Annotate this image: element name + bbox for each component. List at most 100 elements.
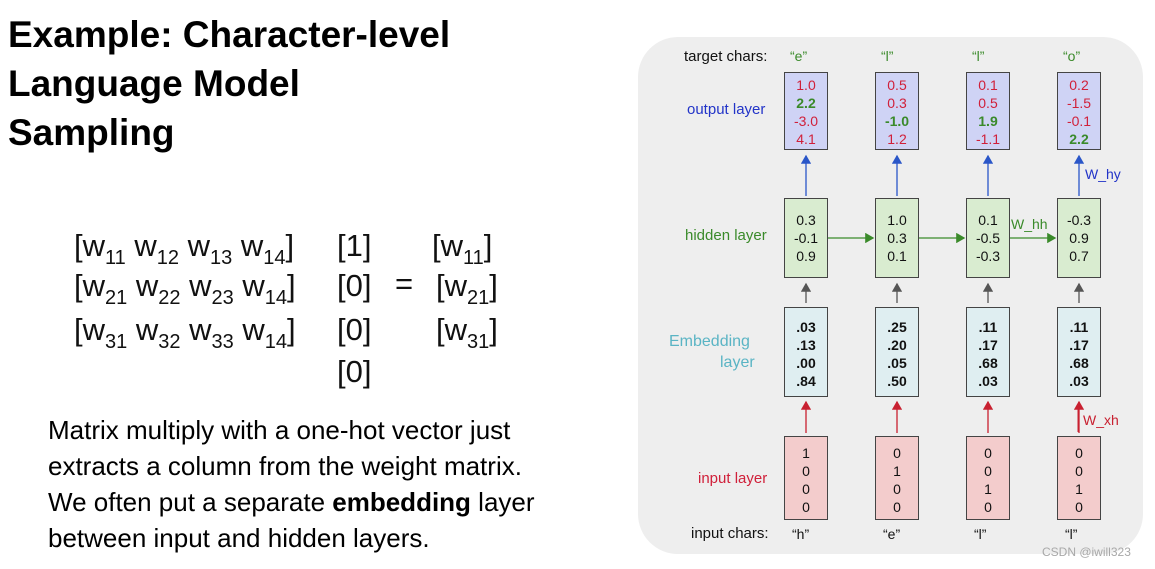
embedding-vector: .03 .13 .00 .84	[784, 307, 828, 397]
input-value: 0	[893, 445, 901, 461]
onehot-entry: [0]	[337, 354, 372, 389]
embedding-value: .20	[887, 337, 907, 353]
hidden-value: -0.3	[1066, 212, 1092, 228]
embedding-value: .50	[887, 373, 907, 389]
hidden-value: 0.3	[887, 230, 907, 246]
output-value: 2.2	[1069, 131, 1089, 147]
embedding-value: .84	[796, 373, 816, 389]
output-value: 1.0	[796, 77, 816, 93]
output-value: -0.1	[1066, 113, 1092, 129]
output-value: 0.5	[887, 77, 907, 93]
embedding-value: .11	[978, 319, 998, 335]
para-line: Matrix multiply with a one-hot vector ju…	[48, 415, 511, 445]
target-char: “o”	[1063, 48, 1081, 64]
hidden-value: 0.1	[887, 248, 907, 264]
target-chars-label: target chars:	[684, 48, 768, 65]
embedding-value: .68	[1069, 355, 1089, 371]
para-line: We often put a separate embedding layer	[48, 484, 535, 520]
embedding-vector: .11 .17 .68 .03	[1057, 307, 1101, 397]
embedding-value: .03	[796, 319, 816, 335]
input-vector: 0 0 1 0	[966, 436, 1010, 520]
onehot-entry: [1]	[337, 228, 372, 263]
hidden-value: 0.3	[796, 212, 816, 228]
para-line: extracts a column from the weight matrix…	[48, 451, 522, 481]
title-line: Language Model	[8, 63, 300, 104]
hidden-layer-label: hidden layer	[685, 227, 767, 244]
para-text: We often put a separate	[48, 487, 333, 517]
hidden-value: 1.0	[887, 212, 907, 228]
input-char: “l”	[974, 526, 987, 542]
w-hh-label: W_hh	[1011, 216, 1048, 232]
output-value: -1.0	[884, 113, 910, 129]
output-value: 2.2	[796, 95, 816, 111]
watermark: CSDN @iwill323	[1042, 545, 1131, 559]
hidden-value: -0.1	[793, 230, 819, 246]
input-value: 0	[984, 463, 992, 479]
explanation-paragraph: Matrix multiply with a one-hot vector ju…	[48, 412, 535, 556]
para-text: layer	[470, 487, 535, 517]
hidden-vector: 1.0 0.3 0.1	[875, 198, 919, 278]
embedding-vector: .25.20.05.50	[875, 307, 919, 397]
hidden-value: 0.1	[978, 212, 998, 228]
matrix-row: [w21 w22 w23 w14]	[74, 268, 296, 309]
input-value: 0	[984, 445, 992, 461]
input-char: “h”	[792, 526, 810, 542]
output-value: 1.2	[887, 131, 907, 147]
input-value: 0	[802, 463, 810, 479]
input-value: 0	[1075, 499, 1083, 515]
input-value: 1	[984, 481, 992, 497]
w-xh-label: W_xh	[1083, 412, 1119, 428]
slide-title: Example: Character-level Language Model …	[8, 10, 450, 157]
hidden-value: 0.7	[1069, 248, 1089, 264]
hidden-value: 0.9	[1069, 230, 1089, 246]
target-char: “l”	[881, 48, 894, 64]
input-char: “e”	[883, 526, 901, 542]
title-line: Sampling	[8, 112, 175, 153]
onehot-entry: [0]	[337, 312, 372, 347]
output-value: 0.1	[978, 77, 998, 93]
result-entry: [w11]	[432, 228, 493, 269]
input-value: 0	[1075, 445, 1083, 461]
embedding-value: .00	[796, 355, 816, 371]
embedding-value: .68	[978, 355, 998, 371]
embedding-value: .17	[1069, 337, 1089, 353]
embedding-value: .13	[796, 337, 816, 353]
embedding-value: .25	[887, 319, 907, 335]
para-bold-text: embedding	[332, 487, 471, 517]
input-value: 1	[893, 463, 901, 479]
input-value: 0	[1075, 463, 1083, 479]
input-chars-label: input chars:	[691, 525, 769, 542]
hidden-vector: 0.1 -0.5 -0.3	[966, 198, 1010, 278]
hidden-vector: -0.3 0.9 0.7	[1057, 198, 1101, 278]
input-value: 0	[893, 481, 901, 497]
target-char: “l”	[972, 48, 985, 64]
embedding-value: .03	[1069, 373, 1089, 389]
equals-sign: =	[395, 266, 414, 301]
embedding-value: .03	[978, 373, 998, 389]
input-value: 0	[802, 499, 810, 515]
hidden-value: -0.3	[975, 248, 1001, 264]
output-value: 0.3	[887, 95, 907, 111]
embedding-layer-label: layer	[720, 354, 755, 371]
embedding-vector: .11 .17 .68 .03	[966, 307, 1010, 397]
result-entry: [w31]	[436, 312, 498, 353]
output-value: -1.1	[975, 131, 1001, 147]
embedding-value: .11	[1069, 319, 1089, 335]
result-entry: [w21]	[436, 268, 498, 309]
embedding-layer-label: Embedding	[669, 333, 750, 350]
output-layer-label: output layer	[687, 101, 766, 118]
input-value: 0	[984, 499, 992, 515]
output-value: -3.0	[793, 113, 819, 129]
output-value: 1.9	[978, 113, 998, 129]
input-value: 0	[802, 481, 810, 497]
onehot-entry: [0]	[337, 268, 372, 303]
embedding-value: .17	[978, 337, 998, 353]
hidden-value: -0.5	[975, 230, 1001, 246]
output-value: 4.1	[796, 131, 816, 147]
